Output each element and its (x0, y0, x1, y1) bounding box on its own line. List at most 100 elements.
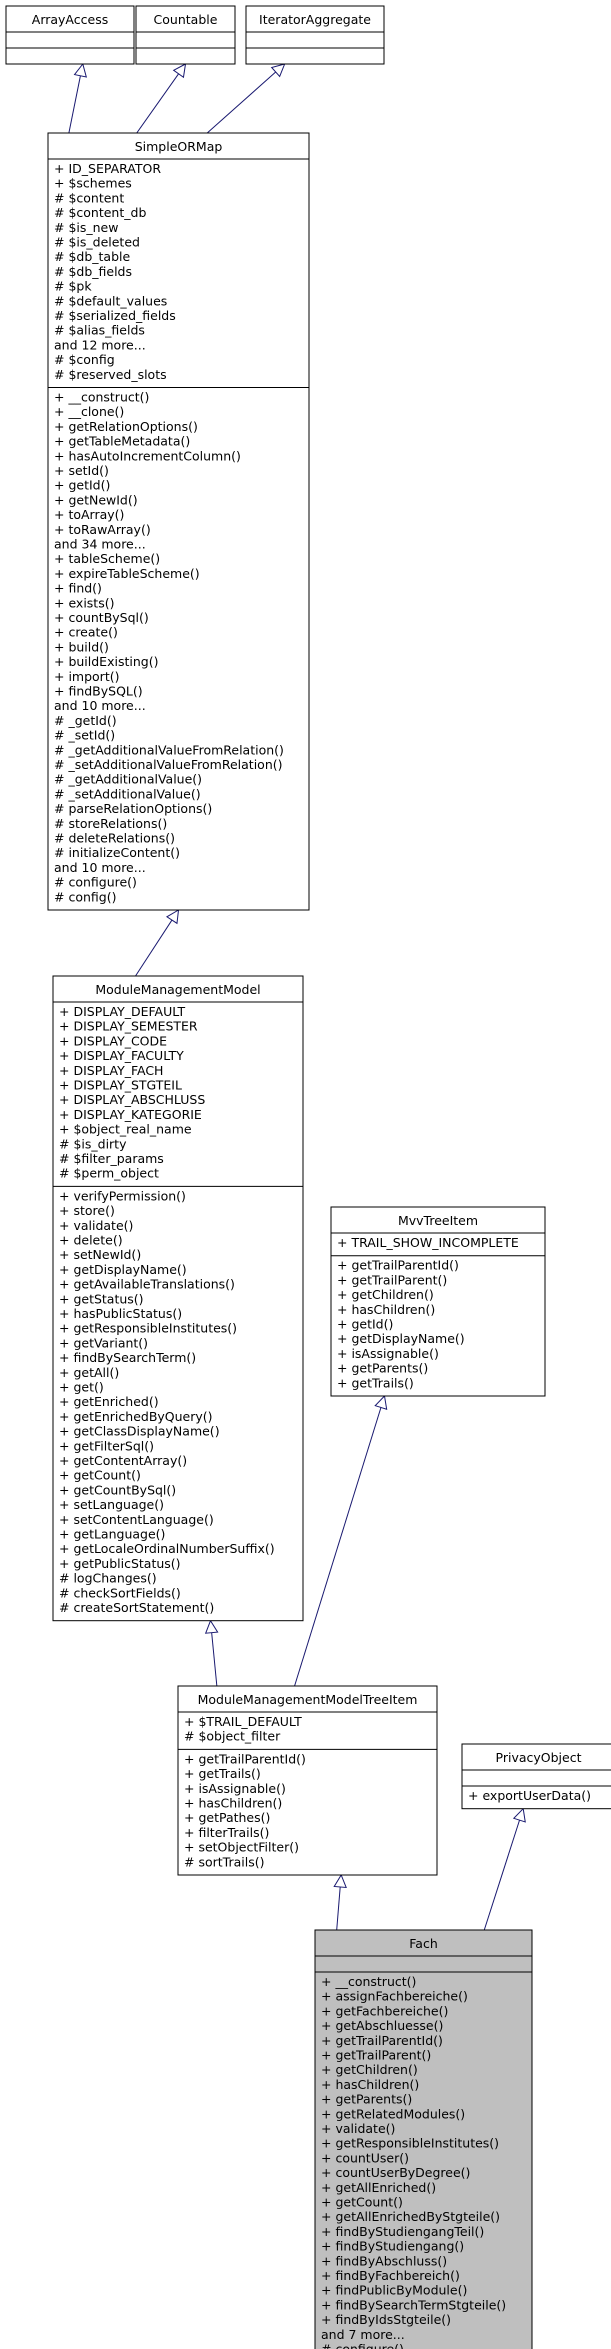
class-box-privacy-object[interactable]: PrivacyObject+ exportUserData() (461, 1743, 611, 1810)
method-row: + getParents() (337, 1361, 428, 1376)
method-row: + getEnrichedByQuery() (59, 1409, 213, 1424)
method-row: + getCountBySql() (59, 1482, 176, 1497)
class-box-frame (135, 5, 236, 65)
method-row: + filterTrails() (184, 1825, 269, 1840)
method-row: + getStatus() (59, 1291, 144, 1306)
class-name: ModuleManagementModelTreeItem (198, 1692, 418, 1707)
attribute-row: + ID_SEPARATOR (54, 161, 161, 176)
method-row: + getFilterSql() (59, 1438, 154, 1453)
method-row: + getParents() (321, 2092, 412, 2107)
class-box-iterator-aggregate[interactable]: IteratorAggregate (245, 5, 385, 65)
class-box-frame (461, 1743, 611, 1810)
method-row: # createSortStatement() (59, 1600, 214, 1615)
class-box-frame (245, 5, 385, 65)
method-row: + import() (54, 669, 119, 684)
method-row: + create() (54, 625, 118, 640)
method-row: + __construct() (321, 1974, 416, 1989)
attribute-row: # $perm_object (59, 1166, 159, 1181)
method-row: # checkSortFields() (59, 1585, 181, 1600)
inheritance-line (68, 75, 81, 134)
method-row: + getTrailParentId() (321, 2033, 443, 2048)
method-row: + hasAutoIncrementColumn() (54, 448, 241, 463)
class-box-frame (177, 1685, 438, 1876)
method-row: + getRelatedModules() (321, 2106, 465, 2121)
inheritance-arrowhead (512, 1807, 526, 1823)
attribute-row: + DISPLAY_CODE (59, 1033, 167, 1048)
method-row: + getPathes() (184, 1810, 270, 1825)
attribute-row: # $is_new (54, 220, 118, 235)
method-row: + getEnriched() (59, 1394, 159, 1409)
method-row: + setNewId() (59, 1247, 141, 1262)
method-row: + store() (59, 1203, 115, 1218)
attribute-row: + DISPLAY_ABSCHLUSS (59, 1092, 205, 1107)
inheritance-arrowhead (374, 1394, 388, 1410)
class-box-array-access[interactable]: ArrayAccess (5, 5, 135, 65)
class-box-frame (314, 1929, 533, 2349)
method-row: + getVariant() (59, 1335, 148, 1350)
attribute-row: # $is_dirty (59, 1136, 127, 1151)
class-box-mvv-tree-item[interactable]: MvvTreeItem+ TRAIL_SHOW_INCOMPLETE+ getT… (330, 1206, 546, 1397)
method-row: # sortTrails() (184, 1854, 264, 1869)
method-row: + verifyPermission() (59, 1188, 186, 1203)
method-row: # configure() (54, 875, 137, 890)
method-row: + getClassDisplayName() (59, 1424, 220, 1439)
class-box-module-management-model[interactable]: ModuleManagementModel+ DISPLAY_DEFAULT+ … (52, 975, 304, 1622)
method-row: + hasChildren() (184, 1796, 282, 1811)
class-name: Countable (154, 12, 218, 27)
inheritance-arrowhead (270, 63, 286, 78)
method-row: + expireTableScheme() (54, 566, 200, 581)
attribute-row: + DISPLAY_KATEGORIE (59, 1107, 202, 1122)
class-box-fach[interactable]: Fach+ __construct()+ assignFachbereiche(… (314, 1929, 533, 2349)
method-row: + build() (54, 639, 109, 654)
method-row: + buildExisting() (54, 654, 158, 669)
method-row: + countUserByDegree() (321, 2165, 470, 2180)
method-row: + setLanguage() (59, 1497, 164, 1512)
class-box-module-management-model-tree-item[interactable]: ModuleManagementModelTreeItem+ $TRAIL_DE… (177, 1685, 438, 1876)
method-row: and 7 more... (321, 2327, 405, 2342)
method-row: # storeRelations() (54, 816, 167, 831)
attribute-row: # $pk (54, 279, 92, 294)
class-box-countable[interactable]: Countable (135, 5, 236, 65)
attribute-row: # $content_db (54, 205, 146, 220)
class-name: PrivacyObject (496, 1750, 582, 1765)
method-row: + hasPublicStatus() (59, 1306, 182, 1321)
inheritance-edge-simple-or-map-to-countable (136, 63, 187, 134)
method-row: + findByFachbereich() (321, 2268, 460, 2283)
method-row: # logChanges() (59, 1571, 157, 1586)
method-row: + getChildren() (337, 1287, 434, 1302)
method-row: # configure() (321, 2342, 404, 2349)
attribute-row: # $db_fields (54, 264, 132, 279)
method-row: + countBySql() (54, 610, 149, 625)
method-row: + setContentLanguage() (59, 1512, 214, 1527)
method-row: + setId() (54, 463, 109, 478)
method-row: # parseRelationOptions() (54, 801, 212, 816)
method-row: + getPublicStatus() (59, 1556, 181, 1571)
class-name: Fach (409, 1936, 438, 1951)
method-row: + getResponsibleInstitutes() (59, 1321, 237, 1336)
method-row: # _setAdditionalValue() (54, 786, 201, 801)
inheritance-arrowhead (204, 1619, 219, 1634)
inheritance-arrowhead (165, 909, 180, 925)
method-row: + getCount() (59, 1468, 141, 1483)
inheritance-edge-fach-to-privacy-object (483, 1807, 526, 1931)
inheritance-line (206, 71, 277, 134)
attribute-row: # $object_filter (184, 1729, 281, 1744)
attribute-row: + DISPLAY_DEFAULT (59, 1004, 185, 1019)
inheritance-edge-module-management-model-tree-item-to-mvv-tree-item (294, 1394, 388, 1687)
inheritance-line (135, 919, 173, 977)
method-row: + getTrails() (337, 1375, 414, 1390)
method-row: + getResponsibleInstitutes() (321, 2136, 499, 2151)
class-box-simple-or-map[interactable]: SimpleORMap+ ID_SEPARATOR+ $schemes# $co… (47, 132, 310, 911)
attribute-row: # $default_values (54, 293, 167, 308)
method-row: + delete() (59, 1233, 123, 1248)
method-row: + getContentArray() (59, 1453, 187, 1468)
method-row: + validate() (321, 2121, 395, 2136)
inheritance-arrowhead (333, 1873, 347, 1889)
method-row: + findBySQL() (54, 684, 143, 699)
method-row: and 10 more... (54, 698, 146, 713)
method-row: + getId() (54, 478, 110, 493)
method-row: + getAbschluesse() (321, 2018, 443, 2033)
class-name: IteratorAggregate (259, 12, 371, 27)
attribute-row: + DISPLAY_STGTEIL (59, 1078, 182, 1093)
attribute-row: + $schemes (54, 176, 132, 191)
